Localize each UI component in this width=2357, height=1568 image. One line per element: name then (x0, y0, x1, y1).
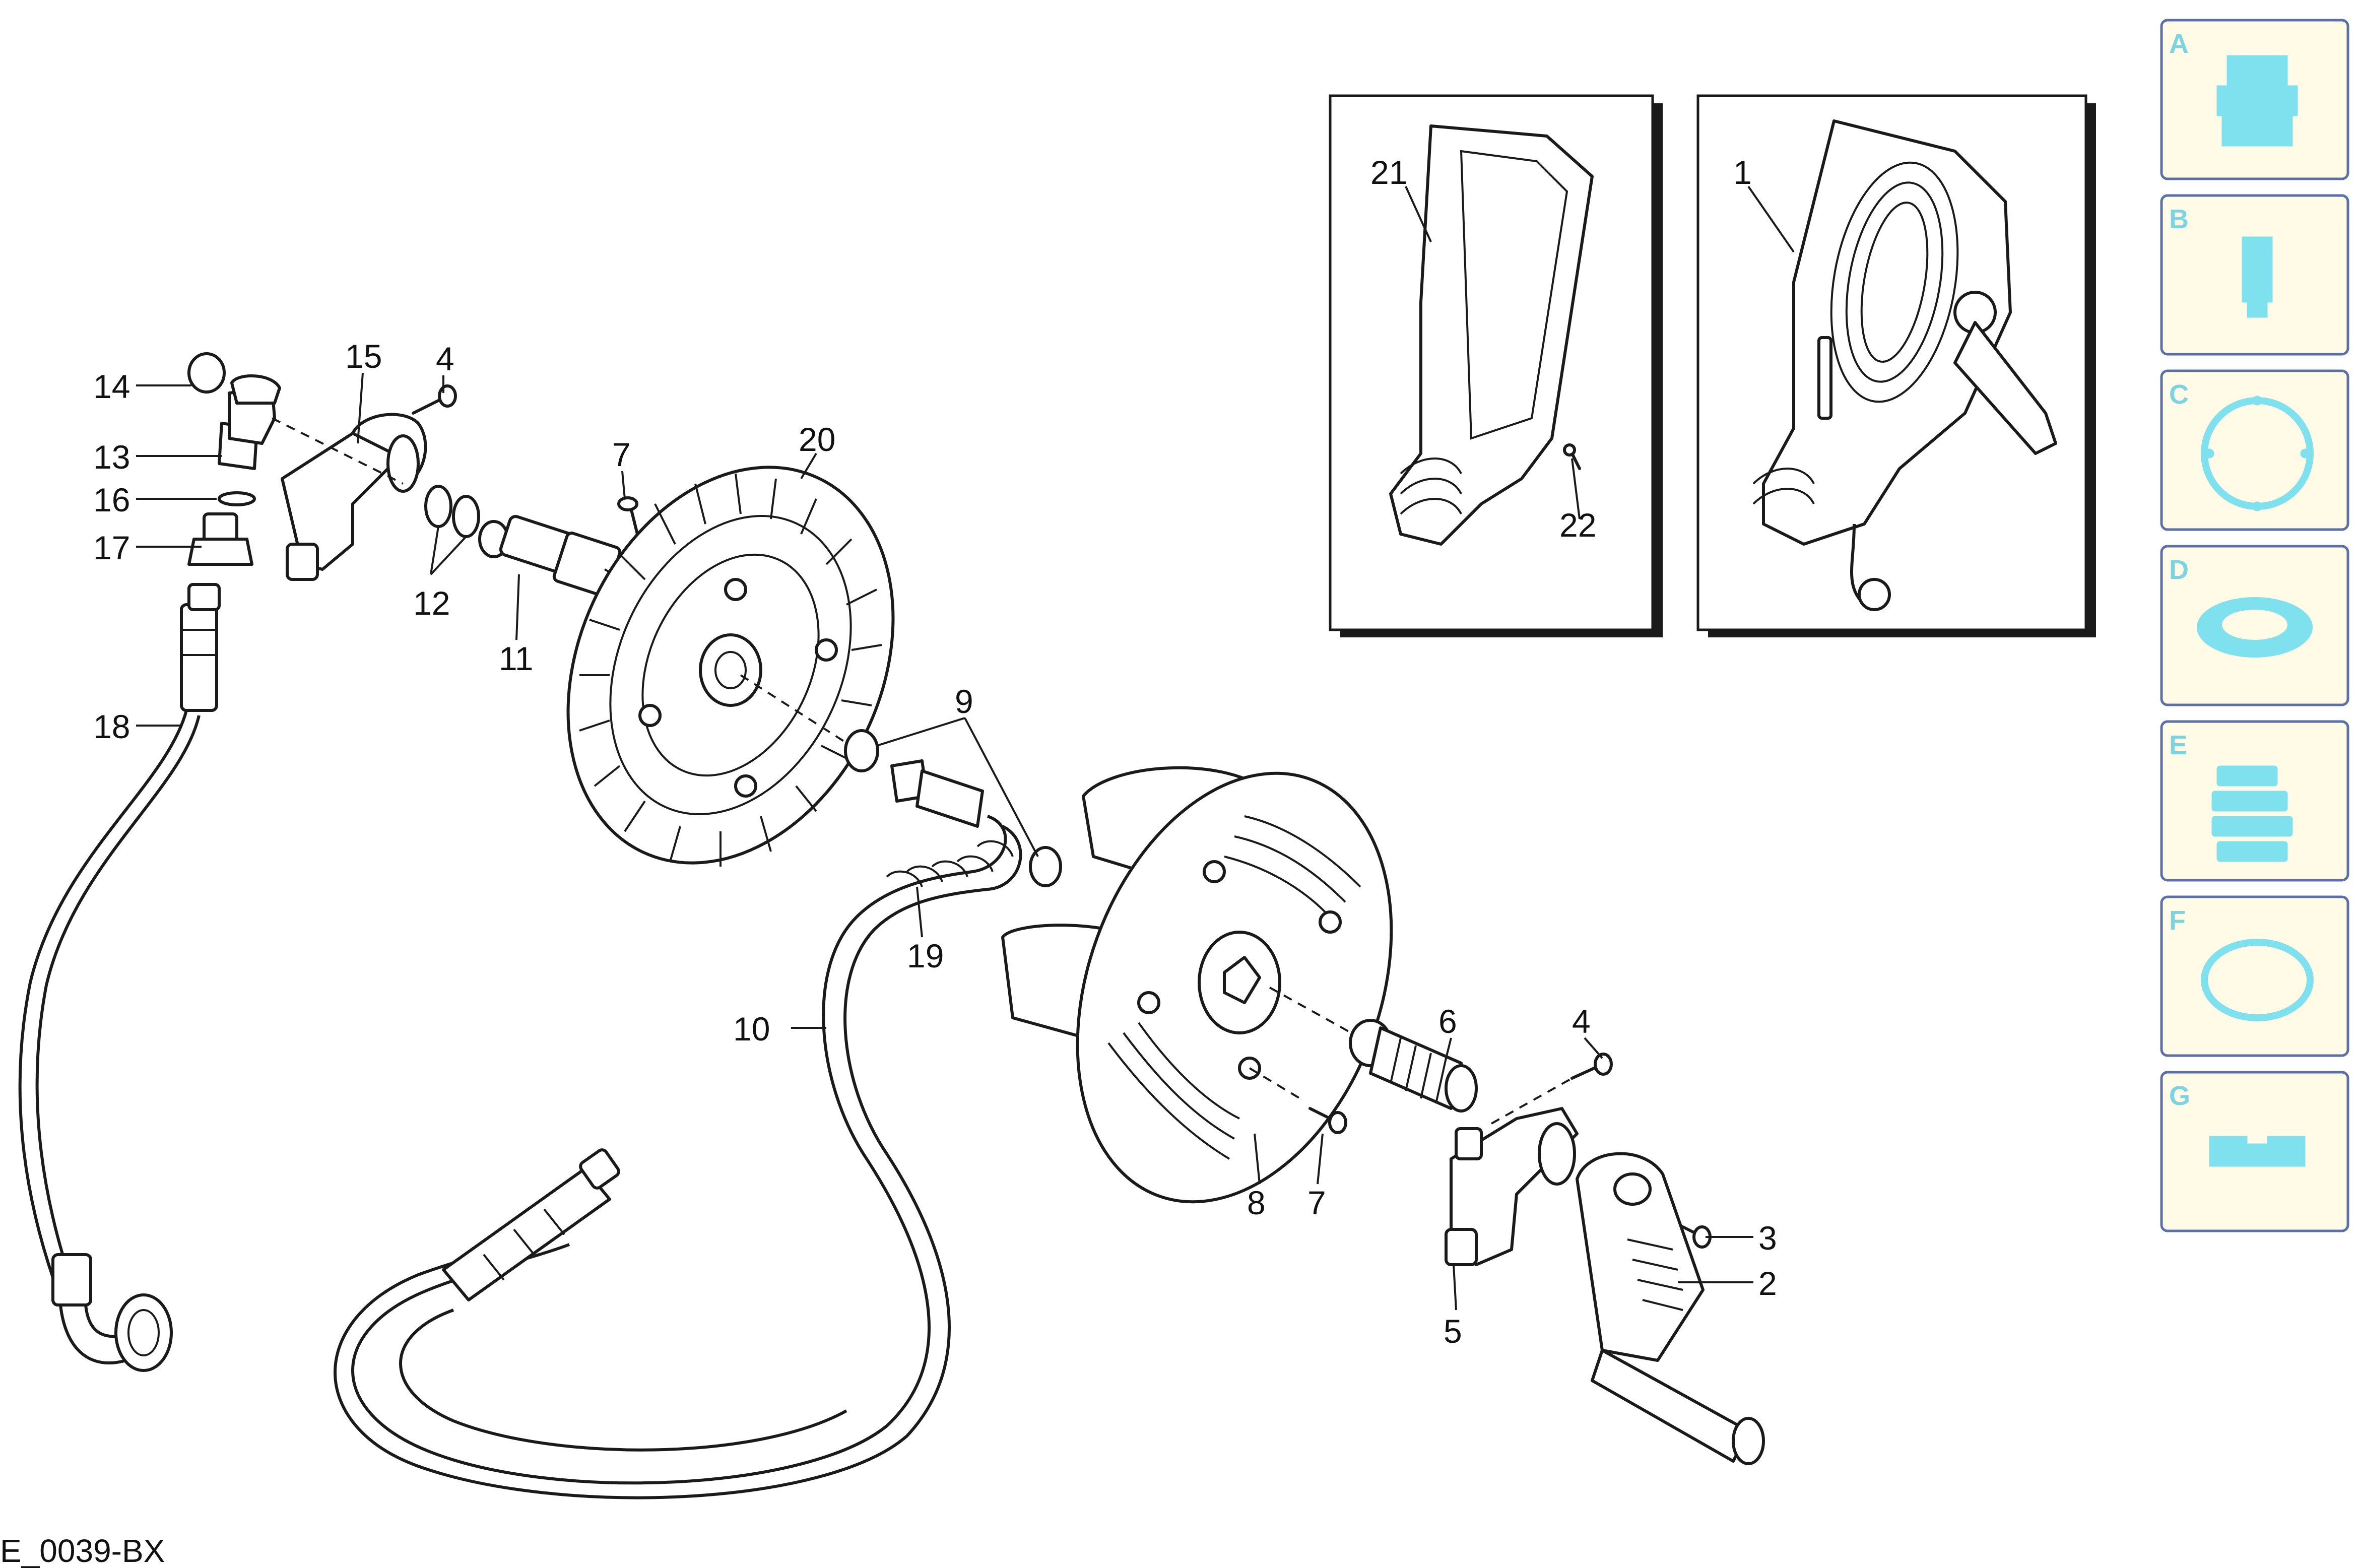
svg-text:G: G (2169, 1081, 2190, 1111)
hose-drum (1001, 766, 1393, 1204)
screw-4-lower (1491, 1053, 1613, 1125)
o-ring-12b (452, 495, 480, 538)
coupling-icon (2216, 55, 2298, 147)
callout-8: 8 (1247, 1184, 1266, 1221)
callout-22: 22 (1559, 506, 1596, 544)
spring-axle (1349, 1019, 1478, 1113)
connection-hose-assembly (18, 352, 281, 1372)
callout-7-lower: 7 (1307, 1184, 1326, 1221)
o-ring-icon (2201, 939, 2314, 1021)
crank-handle (1576, 1152, 1765, 1465)
flat-gasket-icon (2201, 396, 2314, 511)
callout-2: 2 (1758, 1265, 1777, 1302)
callout-12: 12 (413, 584, 450, 622)
crank-side-bracket (1445, 1107, 1579, 1266)
high-pressure-hose (334, 815, 1022, 1499)
callout-18: 18 (93, 708, 130, 745)
drum-flange-front (566, 466, 895, 867)
kit-legend: A B C (2160, 19, 2349, 1232)
callout-leaders (136, 185, 1795, 1311)
legend-tile-c[interactable]: C (2160, 369, 2349, 531)
legend-tile-f[interactable]: F (2160, 895, 2349, 1057)
callout-7-top: 7 (612, 436, 631, 473)
hose-nipple (890, 759, 984, 828)
callout-labels: 14 13 16 17 18 15 4 12 7 11 20 9 19 10 6… (93, 154, 1777, 1350)
legend-tile-a[interactable]: A (2160, 19, 2349, 180)
callout-6: 6 (1438, 1003, 1457, 1040)
screw-7-lower (1308, 1107, 1347, 1134)
callout-3: 3 (1758, 1219, 1777, 1257)
callout-10: 10 (733, 1010, 770, 1048)
screw-top-left (412, 384, 457, 415)
callout-5: 5 (1444, 1313, 1462, 1350)
callout-16: 16 (93, 481, 130, 518)
ribbed-sleeve-icon (2211, 765, 2293, 862)
hose-guide-bracket (272, 413, 427, 581)
svg-text:D: D (2169, 555, 2189, 585)
inset-assembled-reel (1696, 94, 2096, 637)
nozzle-icon (2242, 236, 2273, 318)
svg-text:A: A (2169, 29, 2189, 59)
callout-20: 20 (799, 421, 835, 458)
callout-13: 13 (93, 438, 130, 476)
inset-reel-cover (1329, 94, 1663, 637)
svg-text:C: C (2169, 379, 2189, 410)
screw-7-top (617, 496, 639, 536)
callout-9: 9 (955, 683, 973, 720)
callout-1: 1 (1733, 154, 1752, 191)
svg-text:F: F (2169, 905, 2186, 936)
legend-tile-e[interactable]: E (2160, 720, 2349, 882)
clip-icon (2209, 1136, 2306, 1167)
o-ring-12a (424, 485, 452, 528)
svg-text:B: B (2169, 204, 2189, 234)
callout-11: 11 (499, 640, 534, 677)
callout-21: 21 (1370, 154, 1407, 191)
retaining-clip-upper (844, 729, 879, 772)
callout-14: 14 (93, 368, 130, 405)
rotary-union (478, 514, 731, 641)
callout-4-lower: 4 (1572, 1003, 1591, 1040)
legend-tile-g[interactable]: G (2160, 1071, 2349, 1232)
seal-ring-icon (2197, 597, 2313, 658)
callout-15: 15 (345, 338, 382, 375)
callout-17: 17 (93, 529, 130, 566)
legend-tile-b[interactable]: B (2160, 194, 2349, 356)
retaining-clip-lower (1029, 846, 1062, 887)
callout-19: 19 (907, 937, 944, 974)
diagram-code: E_0039-BX (0, 1533, 165, 1568)
legend-tile-d[interactable]: D (2160, 545, 2349, 706)
svg-text:E: E (2169, 730, 2187, 760)
callout-4-top: 4 (436, 340, 454, 377)
